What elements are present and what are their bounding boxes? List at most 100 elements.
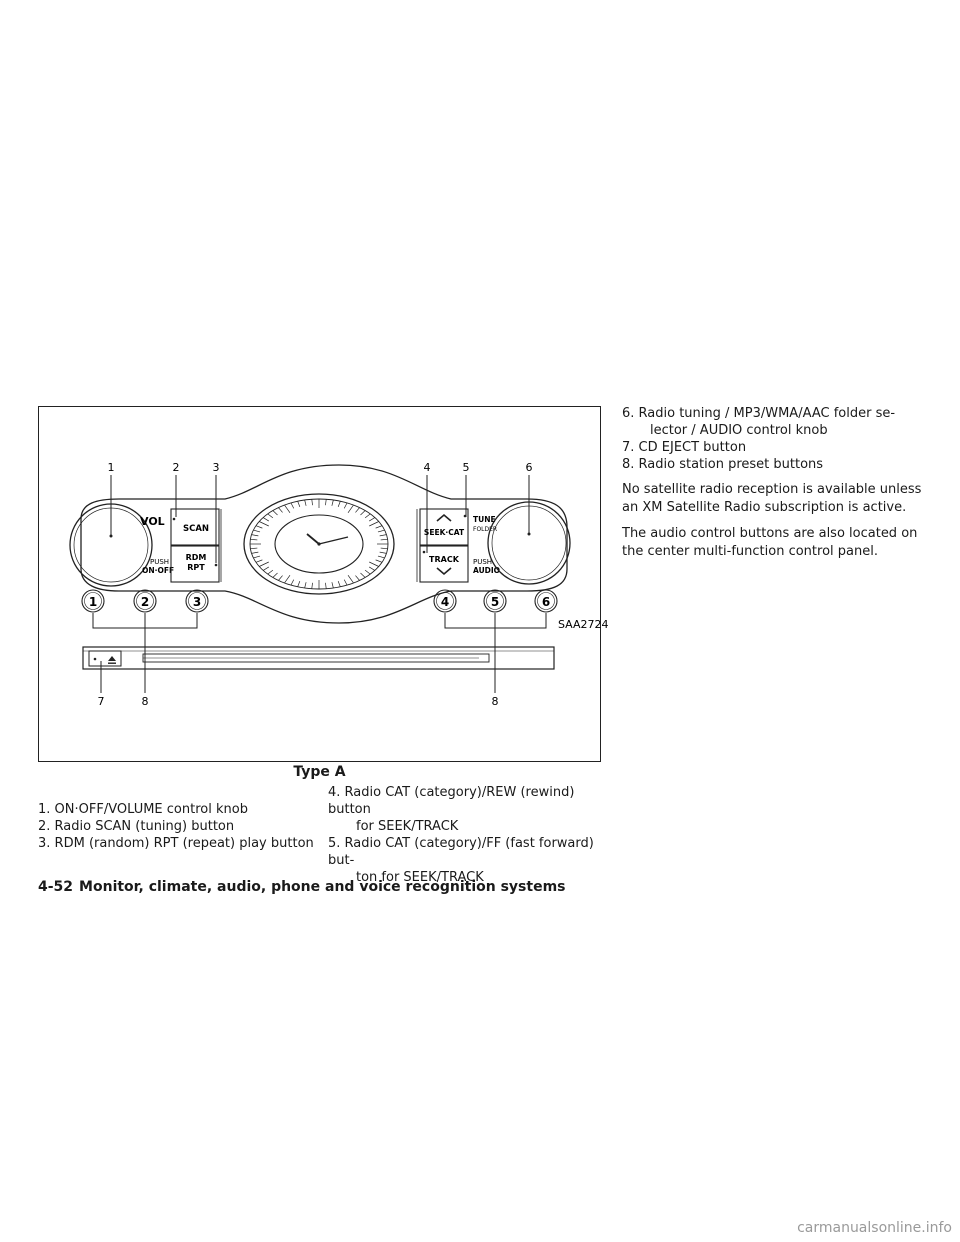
clock-tick	[251, 551, 259, 554]
preset-button-1[interactable]	[81, 589, 105, 613]
track-button[interactable]	[419, 545, 469, 583]
tune-audio-knob[interactable]	[487, 501, 571, 585]
clock-tick	[369, 521, 379, 527]
page-number: 4-52	[38, 879, 74, 895]
list-item-num: 1.	[38, 802, 51, 817]
push-on-off-label-2: ON·OFF	[142, 566, 174, 575]
list-item-text: ON·OFF/VOLUME control knob	[54, 802, 248, 817]
audio-panel-diagram: 1 2 3 4 5 6 VOL PUSH ON·OFF	[69, 461, 609, 708]
list-item-num: 7.	[622, 440, 635, 455]
preset-5-label: 5	[491, 595, 499, 609]
clock-tick	[259, 561, 269, 567]
clock-tick	[331, 582, 334, 589]
clock-tick	[337, 580, 341, 587]
list-item-text: RDM (random) RPT (repeat) play button	[54, 836, 314, 851]
list-item-num: 5.	[328, 836, 341, 851]
preset-button-3[interactable]	[185, 589, 209, 613]
scan-label: SCAN	[183, 524, 209, 534]
seek-cat-label: SEEK·CAT	[424, 528, 465, 537]
scan-button[interactable]	[170, 508, 220, 546]
preset-button-2[interactable]	[133, 589, 157, 613]
clock-tick	[267, 569, 274, 575]
clock-tick	[360, 510, 366, 516]
list-item-text: Radio SCAN (tuning) button	[54, 819, 235, 834]
legend-list-col3: 6. Radio tuning / MP3/WMA/AAC folder se-…	[622, 405, 922, 561]
callout-8a: 8	[142, 695, 149, 708]
callout-1: 1	[108, 461, 115, 474]
list-item: 8. Radio station preset buttons	[622, 456, 922, 473]
seek-cat-button[interactable]	[419, 508, 469, 546]
callout-6: 6	[526, 461, 533, 474]
clock-tick	[304, 499, 307, 506]
clock-tick	[375, 559, 383, 563]
clock-tick	[297, 580, 301, 587]
preset-2-label: 2	[141, 595, 149, 609]
preset-button-4[interactable]	[433, 589, 457, 613]
clock-tick	[343, 579, 348, 586]
legend-list-col2: 4. Radio CAT (category)/REW (rewind) but…	[328, 784, 608, 886]
list-item-text: Radio station preset buttons	[638, 457, 824, 472]
preset-button-5[interactable]	[483, 589, 507, 613]
clock-tick	[272, 510, 278, 516]
list-item-num: 6.	[622, 406, 635, 421]
preset-4-label: 4	[441, 595, 449, 609]
clock-tick	[368, 566, 376, 571]
clock-tick	[377, 555, 385, 559]
control-location-paragraph: The audio control buttons are also locat…	[622, 526, 918, 559]
eject-button[interactable]	[88, 650, 122, 667]
clock-tick	[355, 507, 360, 513]
list-item-text: Radio CAT (category)/FF (fast forward) b…	[328, 836, 594, 868]
list-item: 6. Radio tuning / MP3/WMA/AAC folder se-	[622, 405, 922, 422]
clock-tick	[255, 525, 263, 529]
list-item: 4. Radio CAT (category)/REW (rewind) but…	[328, 784, 608, 818]
vol-label: VOL	[140, 515, 165, 528]
preset-3-label: 3	[193, 595, 201, 609]
list-item-text: Radio tuning / MP3/WMA/AAC folder se-	[638, 406, 896, 421]
clock-tick	[347, 574, 354, 584]
list-item: 5. Radio CAT (category)/FF (fast forward…	[328, 835, 608, 869]
rdm-rpt-button[interactable]	[170, 545, 220, 583]
tune-label: TUNE	[473, 515, 496, 524]
push-audio-label-2: AUDIO	[473, 566, 500, 575]
list-item: 2. Radio SCAN (tuning) button	[38, 818, 318, 835]
clock-tick	[360, 572, 366, 578]
clock-tick	[262, 566, 270, 571]
clock-tick	[253, 529, 261, 533]
clock-tick	[284, 504, 291, 514]
clock-tick	[343, 502, 348, 509]
rpt-label: RPT	[187, 563, 205, 572]
clock-tick	[290, 579, 295, 586]
figure-caption: Type A	[293, 764, 346, 780]
list-item: 7. CD EJECT button	[622, 439, 922, 456]
clock-tick	[278, 507, 283, 513]
panel-outline	[80, 464, 568, 624]
clock-tick	[250, 538, 258, 541]
push-audio-label-1: PUSH	[473, 558, 492, 566]
clock-tick	[284, 574, 291, 584]
clock-tick	[377, 529, 385, 533]
clock-tick	[379, 551, 387, 554]
clock-tick	[331, 499, 334, 506]
clock-tick	[364, 513, 371, 519]
clock-display	[243, 493, 395, 595]
callout-3: 3	[213, 461, 220, 474]
preset-button-6[interactable]	[534, 589, 558, 613]
callout-2: 2	[173, 461, 180, 474]
clock-tick	[259, 521, 269, 527]
push-on-off-label-1: PUSH	[150, 558, 169, 566]
list-item-num: 3.	[38, 836, 51, 851]
clock-tick	[355, 575, 360, 581]
clock-tick	[311, 499, 313, 506]
clock-tick	[262, 517, 270, 522]
clock-tick	[379, 534, 387, 537]
figure-code: SAA2724	[558, 618, 609, 631]
rdm-label: RDM	[186, 553, 207, 562]
list-item-continuation: lector / AUDIO control knob	[650, 423, 828, 438]
clock-tick	[347, 504, 354, 514]
list-item-num: 4.	[328, 785, 341, 800]
volume-knob[interactable]	[69, 503, 153, 587]
clock-tick	[253, 555, 261, 559]
list-item: 1. ON·OFF/VOLUME control knob	[38, 801, 318, 818]
clock-tick	[325, 499, 327, 506]
